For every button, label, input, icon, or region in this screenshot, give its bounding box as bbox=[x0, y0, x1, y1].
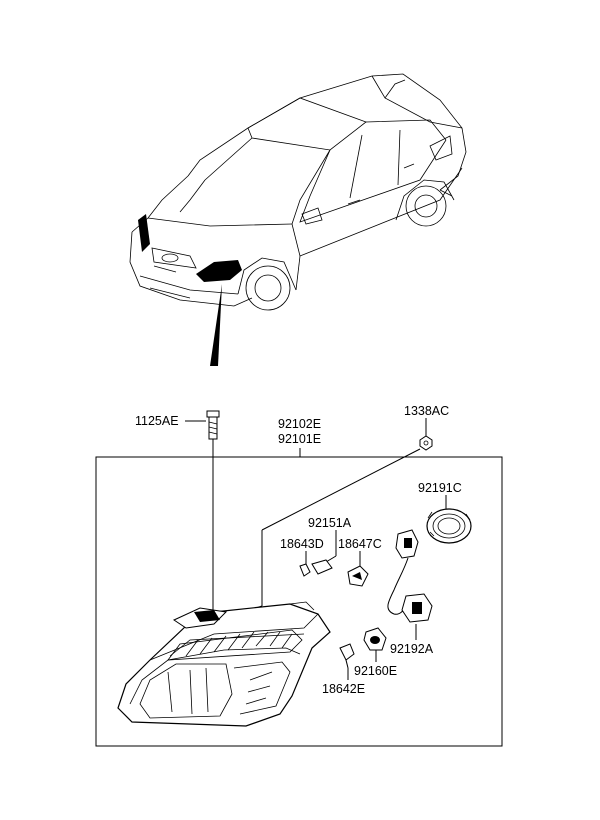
headlamp-assembly bbox=[117, 601, 331, 727]
label-bulb-main: 18647C bbox=[338, 537, 382, 551]
parts-box bbox=[95, 456, 503, 747]
label-bolt: 1125AE bbox=[135, 414, 179, 428]
bulb-side bbox=[339, 643, 355, 669]
nut-mount-line bbox=[261, 448, 421, 531]
car-right-headlamp bbox=[138, 214, 150, 252]
nut bbox=[419, 435, 433, 451]
holder-leader-2 bbox=[325, 555, 337, 563]
connector-bottom bbox=[401, 593, 433, 623]
connector-top bbox=[395, 529, 419, 559]
socket bbox=[363, 627, 387, 651]
dust-cover bbox=[426, 508, 472, 544]
label-nut: 1338AC bbox=[404, 404, 449, 418]
pointer-wedge bbox=[210, 284, 222, 366]
car-illustration bbox=[129, 73, 467, 311]
label-socket: 92160E bbox=[354, 664, 397, 678]
label-assembly-rh: 92102E bbox=[278, 417, 321, 431]
bulb-small bbox=[299, 563, 311, 577]
label-wiring: 92192A bbox=[390, 642, 434, 656]
bulb-main bbox=[311, 559, 369, 587]
label-bulb-small: 18643D bbox=[280, 537, 324, 551]
label-bulb-side: 18642E bbox=[322, 682, 365, 696]
label-cover: 92191C bbox=[418, 481, 462, 495]
car-left-headlamp bbox=[196, 260, 242, 282]
bolt bbox=[206, 410, 220, 440]
label-assembly-lh: 92101E bbox=[278, 432, 321, 446]
label-bulb-holder: 92151A bbox=[308, 516, 352, 530]
